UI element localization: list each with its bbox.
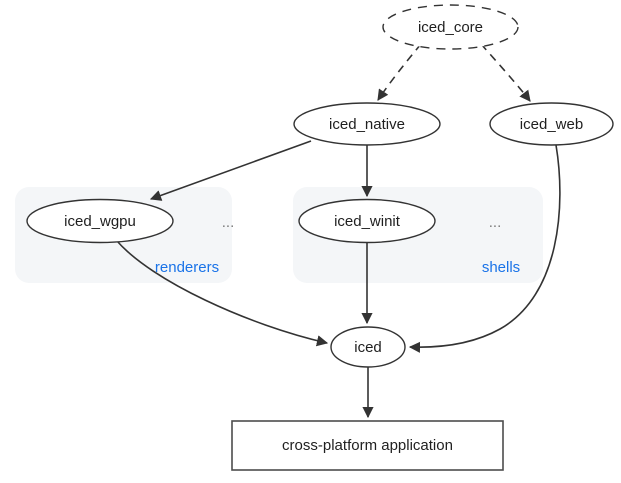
node-application-shape[interactable] — [231, 420, 504, 471]
edge-iced-wgpu-to-iced — [116, 240, 329, 347]
edge-iced-core-to-iced-web — [480, 43, 531, 102]
cluster-shells-label: shells — [482, 259, 520, 276]
node-iced-winit-label: iced_winit — [334, 213, 401, 230]
edge-iced-web-to-iced — [408, 144, 561, 353]
node-iced[interactable]: iced — [330, 326, 406, 368]
cluster-renderers-ellipsis: ... — [222, 214, 235, 231]
cluster-shells-ellipsis: ... — [489, 214, 502, 231]
node-iced-core[interactable]: iced_core — [382, 4, 519, 50]
node-iced-wgpu[interactable]: iced_wgpu — [26, 198, 174, 244]
node-iced-native-shape[interactable] — [293, 102, 441, 146]
node-iced-winit[interactable]: iced_winit — [298, 198, 436, 244]
node-iced-shape[interactable] — [330, 326, 406, 368]
edge-iced-core-to-iced-native — [377, 43, 422, 101]
node-iced-web-label: iced_web — [520, 116, 583, 133]
node-iced-web-shape[interactable] — [489, 102, 614, 146]
node-iced-web[interactable]: iced_web — [489, 102, 614, 146]
node-iced-native[interactable]: iced_native — [293, 102, 441, 146]
edge-iced-native-to-iced-wgpu — [149, 140, 312, 201]
node-iced-label: iced — [354, 339, 382, 356]
node-application-label: cross-platform application — [282, 437, 453, 454]
node-iced-winit-shape[interactable] — [298, 198, 436, 244]
cluster-renderers-label: renderers — [155, 259, 219, 276]
node-iced-wgpu-label: iced_wgpu — [64, 213, 136, 230]
node-iced-core-label: iced_core — [418, 19, 483, 36]
node-iced-wgpu-shape[interactable] — [26, 198, 174, 244]
node-iced-native-label: iced_native — [329, 116, 405, 133]
node-cross-platform-application[interactable]: cross-platform application — [231, 420, 504, 471]
node-iced-core-shape[interactable] — [382, 4, 519, 50]
